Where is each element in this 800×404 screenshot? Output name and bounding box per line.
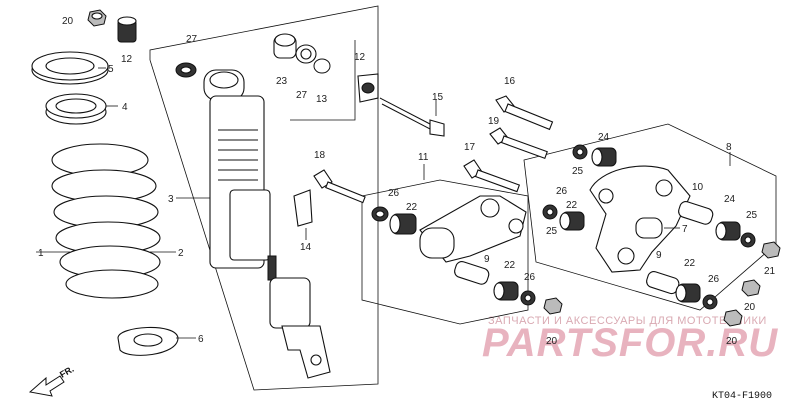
bolt-18[interactable] xyxy=(313,169,366,204)
label-9a: 9 xyxy=(484,254,490,265)
label-21: 21 xyxy=(764,266,776,277)
label-26b: 26 xyxy=(524,272,536,283)
label-24a: 24 xyxy=(598,132,610,143)
adjuster-nut[interactable] xyxy=(45,93,107,125)
needle-bearing-22d[interactable] xyxy=(675,283,701,303)
label-27a: 27 xyxy=(186,34,198,45)
seal-26a[interactable] xyxy=(371,206,389,222)
nut-20d[interactable] xyxy=(723,309,743,327)
bolt-17[interactable] xyxy=(463,159,521,193)
label-13: 13 xyxy=(316,94,328,105)
label-8: 8 xyxy=(726,142,732,153)
direction-arrow: FR. xyxy=(28,364,76,397)
spring[interactable] xyxy=(51,143,161,299)
diagram-code: KT04-F1900 xyxy=(712,391,772,402)
label-25c: 25 xyxy=(746,210,758,221)
collar-9b[interactable] xyxy=(645,270,680,295)
label-9b: 9 xyxy=(656,250,662,261)
collar-top[interactable] xyxy=(117,16,137,43)
rubber-bushing[interactable] xyxy=(357,73,379,103)
needle-bearing-22b[interactable] xyxy=(493,281,519,301)
needle-bearing-24a[interactable] xyxy=(591,147,617,167)
group-outline-shock-inner xyxy=(290,40,356,121)
circlip[interactable] xyxy=(313,58,331,74)
label-12b: 12 xyxy=(354,52,366,63)
label-22a: 22 xyxy=(406,202,418,213)
label-4: 4 xyxy=(122,102,128,113)
label-27b: 27 xyxy=(296,90,308,101)
label-15: 15 xyxy=(432,92,444,103)
label-16: 16 xyxy=(504,76,516,87)
seal-25c[interactable] xyxy=(740,232,756,248)
label-plate xyxy=(293,189,313,227)
label-1: 1 xyxy=(38,248,44,259)
leader-lines xyxy=(36,67,731,339)
label-3: 3 xyxy=(168,194,174,205)
label-10: 10 xyxy=(692,182,704,193)
collar-link[interactable] xyxy=(419,227,455,259)
label-2: 2 xyxy=(178,248,184,259)
label-20d: 20 xyxy=(726,336,738,347)
nut-20b[interactable] xyxy=(543,297,563,315)
collar-10[interactable] xyxy=(677,200,714,226)
label-14: 14 xyxy=(300,242,312,253)
label-22c: 22 xyxy=(566,200,578,211)
shock-absorber[interactable] xyxy=(203,69,331,379)
label-23: 23 xyxy=(276,76,288,87)
watermark-tagline: ЗАПЧАСТИ И АКСЕССУАРЫ ДЛЯ МОТОТЕХНИКИ xyxy=(488,315,767,327)
label-17: 17 xyxy=(464,142,476,153)
collar-9a[interactable] xyxy=(453,260,490,286)
label-22d: 22 xyxy=(684,258,696,269)
seal-26c[interactable] xyxy=(542,204,558,220)
label-24b: 24 xyxy=(724,194,736,205)
label-7: 7 xyxy=(682,224,688,235)
bearing-upper[interactable] xyxy=(273,33,297,59)
needle-bearing-22a[interactable] xyxy=(389,213,417,235)
nut-21[interactable] xyxy=(761,241,781,259)
label-26d: 26 xyxy=(708,274,720,285)
lock-nut[interactable] xyxy=(31,51,109,85)
seal-26b[interactable] xyxy=(520,290,536,306)
bolt-15[interactable] xyxy=(379,97,445,137)
needle-bearing-22c[interactable] xyxy=(559,211,585,231)
spring-seat-stopper[interactable] xyxy=(117,326,179,356)
watermark-brand: PARTSFOR.RU xyxy=(482,321,778,365)
label-25a: 25 xyxy=(572,166,584,177)
collar-7[interactable] xyxy=(635,217,663,239)
group-outline-shock xyxy=(149,5,379,391)
needle-bearing-24b[interactable] xyxy=(715,221,741,241)
label-6: 6 xyxy=(198,334,204,345)
bolt-19[interactable] xyxy=(489,127,548,160)
label-18: 18 xyxy=(314,150,326,161)
bump-rubber-seal[interactable] xyxy=(175,62,197,78)
label-19: 19 xyxy=(488,116,500,127)
direction-label: FR. xyxy=(58,364,76,380)
label-25b: 25 xyxy=(546,226,558,237)
seal-26d[interactable] xyxy=(702,294,718,310)
nut-20c[interactable] xyxy=(741,279,761,297)
dust-seal-upper[interactable] xyxy=(295,44,317,64)
label-12a: 12 xyxy=(121,54,133,65)
nut-top[interactable] xyxy=(87,9,107,27)
label-20a: 20 xyxy=(62,16,74,27)
label-20c: 20 xyxy=(744,302,756,313)
label-26a: 26 xyxy=(388,188,400,199)
label-22b: 22 xyxy=(504,260,516,271)
bolt-16[interactable] xyxy=(495,95,554,131)
label-5: 5 xyxy=(108,64,114,75)
label-11: 11 xyxy=(418,152,429,163)
seal-25a[interactable] xyxy=(572,144,588,160)
label-20b: 20 xyxy=(546,336,558,347)
group-outline-linkage xyxy=(361,179,529,325)
label-26c: 26 xyxy=(556,186,568,197)
